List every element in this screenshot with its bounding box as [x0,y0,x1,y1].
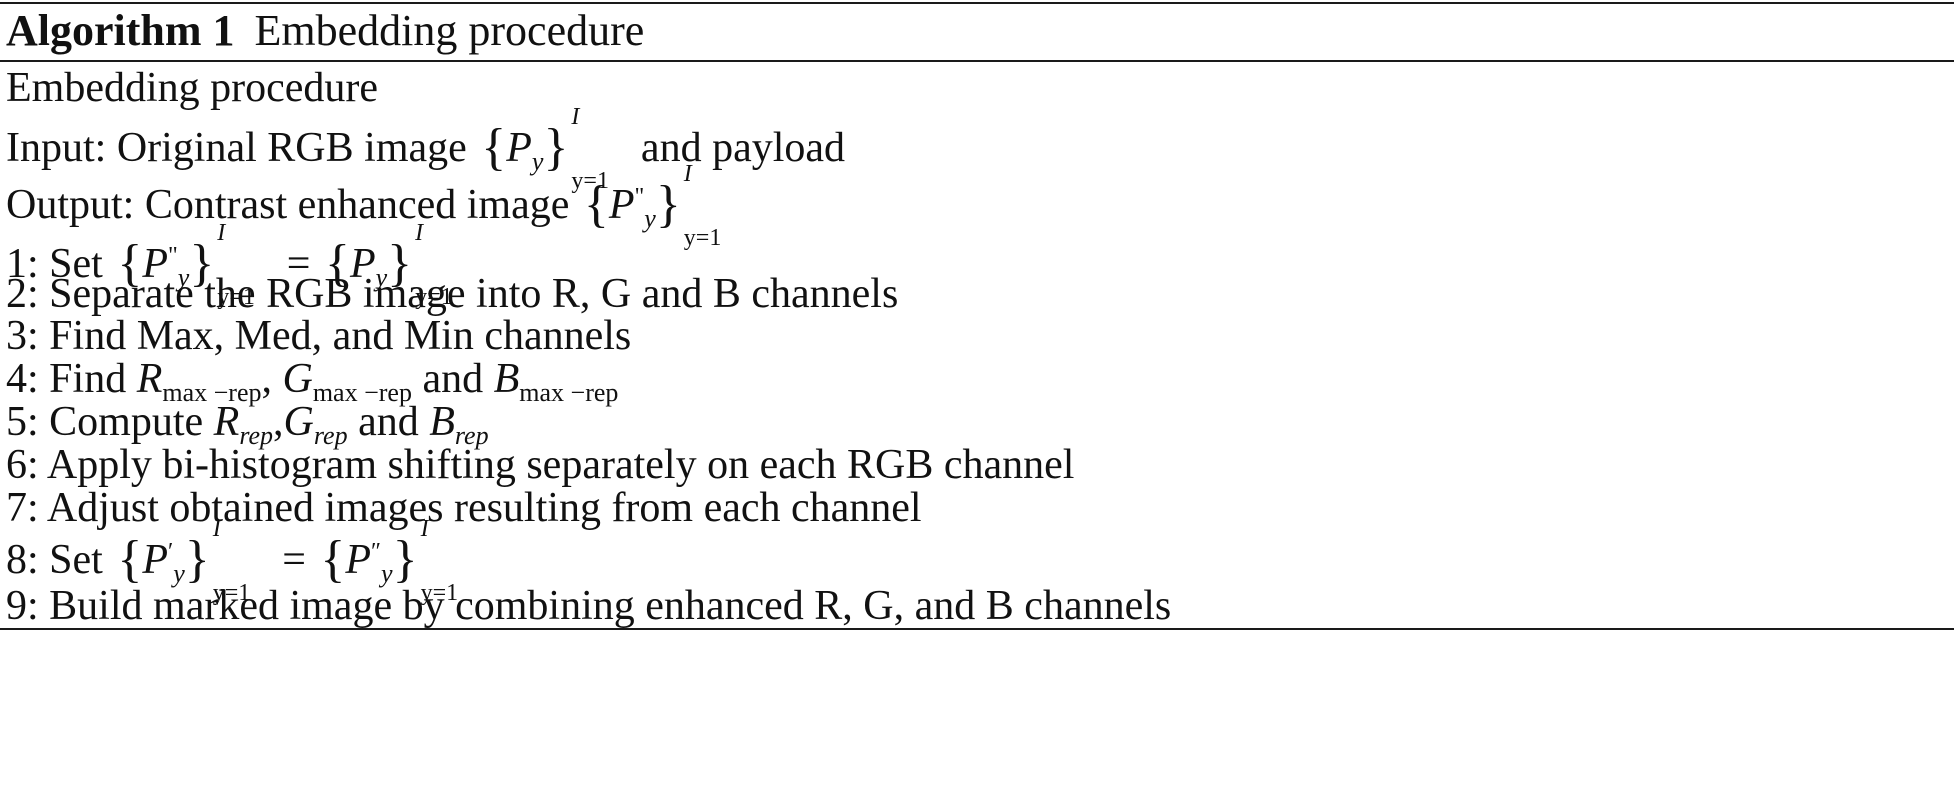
step-2: 2: Separate the RGB image into R, G and … [6,271,899,317]
step-5: 5: Compute Rrep,Grep and Brep [6,399,489,450]
output-text: Output: Contrast enhanced image [6,182,570,228]
algorithm-label: Algorithm 1 [6,6,235,55]
header-rule [0,60,1954,62]
top-rule [0,2,1954,4]
bottom-rule [0,628,1954,630]
step-6: 6: Apply bi-histogram shifting separatel… [6,442,1075,488]
step-3: 3: Find Max, Med, and Min channels [6,313,632,359]
algorithm-header: Algorithm 1 Embedding procedure [6,3,644,59]
step-9: 9: Build marked image by combining enhan… [6,583,1172,629]
step-7: 7: Adjust obtained images resulting from… [6,485,922,531]
input-text: Input: Original RGB image [6,125,467,171]
algorithm-title: Embedding procedure [254,6,645,55]
input-tail: and payload [640,125,846,171]
step-4: 4: Find Rmax −rep, Gmax −rep and Bmax −r… [6,356,619,407]
procedure-name: Embedding procedure [6,65,379,111]
